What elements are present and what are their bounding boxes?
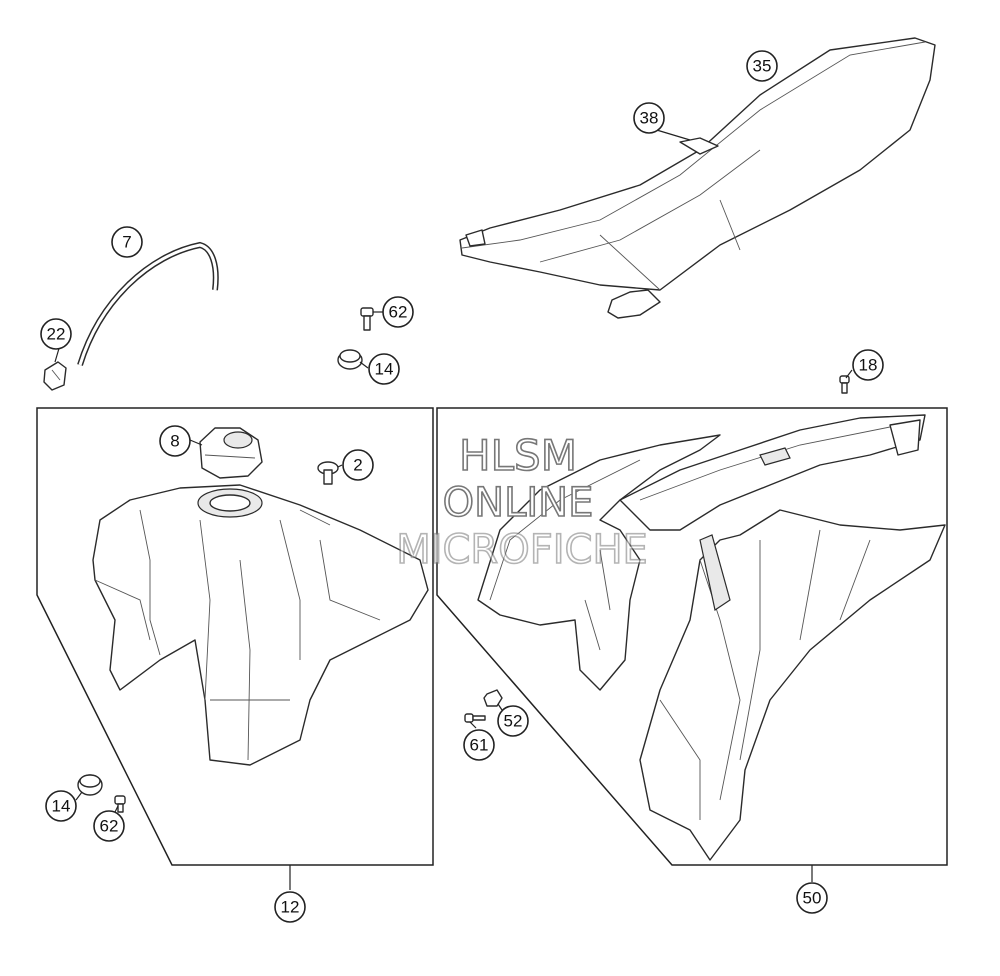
callout-18: 18	[852, 349, 884, 381]
watermark-line3: MICROFICHE	[396, 527, 648, 573]
callout-62-bottom-label: 62	[100, 817, 119, 836]
callout-38: 38	[633, 102, 665, 134]
callout-62-top-label: 62	[389, 303, 408, 322]
leader-61	[469, 721, 477, 729]
callout-35-label: 35	[753, 57, 772, 76]
callout-35: 35	[746, 50, 778, 82]
callout-14-top: 14	[368, 353, 400, 385]
leader-18	[845, 369, 853, 379]
leader-2	[337, 464, 343, 468]
fuel-tank-part	[92, 484, 429, 766]
callout-61: 61	[463, 729, 495, 761]
watermark-line1: HLSM	[459, 431, 577, 480]
callout-62-top: 62	[382, 296, 414, 328]
screw-2-part	[317, 461, 339, 485]
watermark-line2: ONLINE	[443, 480, 594, 526]
leader-52	[497, 703, 503, 711]
screw-62-bottom	[114, 795, 126, 813]
leader-62-bottom	[114, 805, 119, 813]
callout-14-bottom-label: 14	[52, 797, 71, 816]
callout-14-top-label: 14	[375, 360, 394, 379]
watermark: HLSM ONLINE MICROFICHE	[395, 430, 648, 574]
callout-2-label: 2	[353, 456, 362, 475]
fuel-cap-part	[199, 427, 263, 479]
screw-62-top	[360, 307, 374, 331]
callout-14-bottom: 14	[45, 790, 77, 822]
callout-50: 50	[796, 882, 828, 914]
callout-52-label: 52	[504, 712, 523, 731]
callout-12: 12	[274, 891, 306, 923]
callout-50-label: 50	[803, 889, 822, 908]
leader-14-top	[359, 361, 369, 369]
leader-8	[189, 439, 203, 446]
radiator-shroud-upper	[619, 414, 926, 531]
hose-fitting-part	[43, 361, 67, 391]
screw-18	[839, 375, 850, 394]
callout-18-label: 18	[859, 356, 878, 375]
callout-12-label: 12	[281, 898, 300, 917]
callout-22: 22	[40, 318, 72, 350]
callout-61-label: 61	[470, 736, 489, 755]
vent-hose-part	[77, 241, 219, 366]
callout-22-label: 22	[47, 325, 66, 344]
callout-7: 7	[111, 226, 143, 258]
callout-8-label: 8	[170, 432, 179, 451]
bushing-14-bottom	[77, 774, 103, 796]
fuel-tank-group-frame	[36, 407, 434, 866]
screw-61	[464, 713, 486, 723]
callout-62-bottom: 62	[93, 810, 125, 842]
callout-52: 52	[497, 705, 529, 737]
radiator-spoiler-right	[639, 509, 946, 861]
callout-8: 8	[159, 425, 191, 457]
radiator-spoiler-left	[477, 434, 721, 691]
spoiler-group-frame	[436, 407, 948, 866]
callout-7-label: 7	[122, 233, 131, 252]
callout-38-label: 38	[640, 109, 659, 128]
seat-part	[459, 37, 936, 319]
callout-2: 2	[342, 449, 374, 481]
bushing-14-top	[337, 349, 363, 370]
nut-52	[483, 689, 503, 707]
leader-14-bottom	[75, 791, 83, 801]
